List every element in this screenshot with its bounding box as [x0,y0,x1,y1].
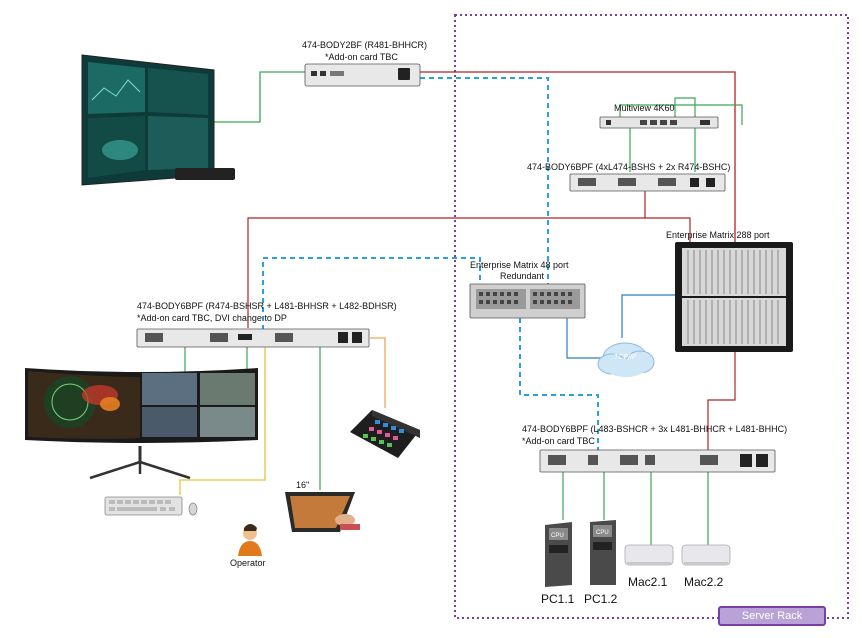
tcp-ip-cloud [597,342,655,377]
matrix48-label-line1: Enterprise Matrix 48 port [470,260,569,270]
pc12-label: PC1.2 [584,592,618,606]
video-wall [81,54,235,186]
pc1-badge: CPU [551,533,564,539]
kvm-left-label-line1: 474-BODY6BPF (R474-BSHSR + L481-BHHSR + … [137,301,397,311]
multiview-device [599,116,719,129]
link-mid-kvm-to-matrix288 [644,190,691,245]
kvm-left-label-line2: *Add-on card TBC, DVI change to DP [137,313,287,323]
keyboard-and-mouse [104,496,198,516]
mac22-label: Mac2.2 [684,575,724,589]
mac-mini-1 [624,544,674,566]
link-wall-to-top-kvm [214,71,305,123]
link-matrix48-to-cloud [566,318,610,359]
kvm-mid-device [569,173,726,192]
stream-deck [350,410,420,458]
pc2-badge: CPU [596,530,609,536]
kvm-bottom-device [539,449,776,473]
link-left-kvm-to-streamdeck [370,337,386,408]
server-rack-label: Server Rack [718,606,826,626]
pc11-label: PC1.1 [541,592,575,606]
server-rack-boundary [454,14,849,619]
link-redundant-left [262,257,481,330]
kvm-top-device [304,63,421,87]
link-multiview-2 [674,97,696,172]
cloud-label: TCP/IP [614,354,637,361]
link-multiview-1 [619,104,743,125]
kvm-left-device [136,328,370,348]
matrix-48-device [469,283,586,319]
tablet-size-label: 16" [296,480,310,490]
kvm-top-label-line2: *Add-on card TBC [325,52,398,62]
kvm-bottom-label-line1: 474-BODY6BPF (L483-BSHCR + 3x L481-BHHCR… [522,424,788,434]
mac21-label: Mac2.1 [628,575,668,589]
link-cloud-to-matrix288 [621,294,684,338]
kvm-top-label-line1: 474-BODY2BF (R481-BHHCR) [302,40,428,50]
link-left-kvm-to-keyboard [179,346,266,495]
pc-tower-1 [545,522,572,587]
matrix48-label-line2: Redundant [500,271,545,281]
link-redundant-top [420,77,549,286]
mac-mini-2 [681,544,731,566]
operator-label: Operator [230,558,266,568]
link-top-kvm-to-matrix288 [420,71,736,245]
matrix288-label: Enterprise Matrix 288 port [666,230,770,240]
touch-tablet [285,492,360,532]
link-matrix288-to-bottom-kvm [707,350,736,450]
matrix-288-device [675,242,793,352]
pc-tower-2 [590,520,616,585]
multiview-label: Multiview 4K60 [614,103,675,113]
operator-person [238,524,262,556]
link-left-kvm-to-matrix288 [247,217,645,328]
curved-monitor [25,368,258,480]
kvm-mid-label: 474-BODY6BPF (4xL474-BSHS + 2x R474-BSHC… [527,162,731,172]
link-redundant-bottom [519,318,599,450]
kvm-bottom-label-line2: *Add-on card TBC [522,436,595,446]
